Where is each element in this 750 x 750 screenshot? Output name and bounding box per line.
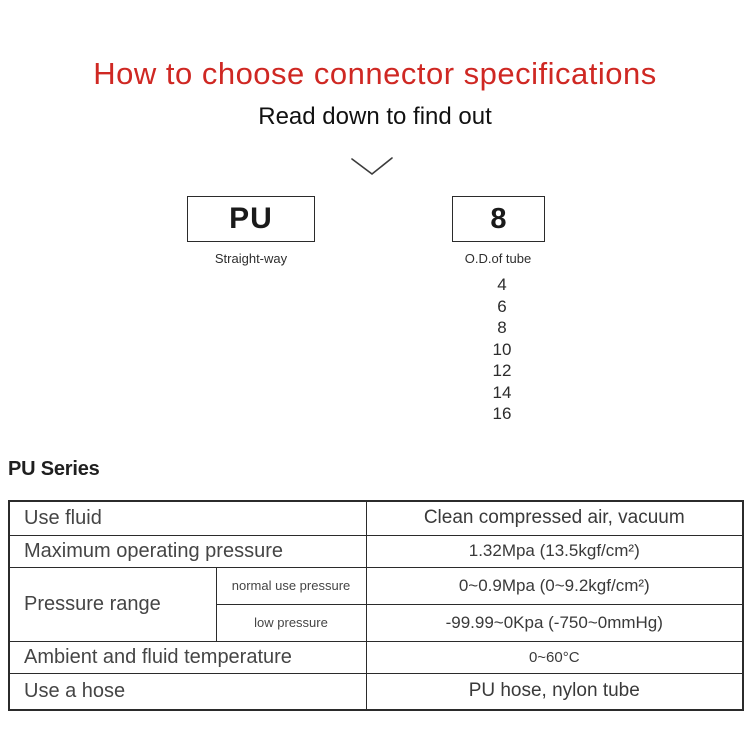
- model-code-box: PU: [187, 196, 315, 242]
- page-title: How to choose connector specifications: [93, 56, 657, 91]
- row-value: PU hose, nylon tube: [365, 672, 744, 711]
- row-label: Use fluid: [8, 500, 367, 536]
- table-row-use-fluid: Use fluid Clean compressed air, vacuum: [8, 500, 744, 536]
- size-option: 12: [492, 361, 512, 380]
- row-value: 0~0.9Mpa (0~9.2kgf/cm²): [365, 566, 744, 605]
- table-row-pressure-normal: Pressure range normal use pressure 0~0.9…: [8, 566, 744, 642]
- row-label: Use a hose: [8, 672, 367, 711]
- row-label: Maximum operating pressure: [8, 534, 367, 568]
- size-option: 14: [492, 382, 512, 402]
- row-value: Clean compressed air, vacuum: [365, 500, 744, 536]
- row-label: Ambient and fluid temperature: [8, 640, 367, 674]
- table-row-hose: Use a hose PU hose, nylon tube: [8, 672, 744, 711]
- row-sublabel: normal use pressure: [215, 566, 367, 605]
- page-subtitle: Read down to find out: [258, 103, 492, 130]
- size-options-list: 4 6 8 10 12 14 16: [448, 274, 556, 425]
- row-value: 0~60°C: [365, 640, 744, 674]
- size-option: 6: [497, 296, 507, 316]
- spec-table: Use fluid Clean compressed air, vacuum M…: [8, 500, 744, 711]
- row-value: -99.99~0Kpa (-750~0mmHg): [365, 603, 744, 642]
- chevron-down-icon: [349, 156, 395, 183]
- size-option: 16: [492, 404, 512, 423]
- size-code-box: 8: [452, 196, 545, 242]
- series-heading: PU Series: [8, 458, 100, 480]
- size-caption: O.D.of tube: [464, 251, 532, 266]
- row-value: 1.32Mpa (13.5kgf/cm²): [365, 534, 744, 568]
- model-caption: Straight-way: [214, 251, 288, 266]
- table-row-max-pressure: Maximum operating pressure 1.32Mpa (13.5…: [8, 534, 744, 568]
- row-label: Pressure range: [8, 566, 217, 642]
- size-option: 4: [497, 275, 507, 294]
- row-sublabel: low pressure: [215, 603, 367, 642]
- size-option: 8: [497, 318, 507, 337]
- table-row-temperature: Ambient and fluid temperature 0~60°C: [8, 640, 744, 674]
- table-row-pressure-low: low pressure -99.99~0Kpa (-750~0mmHg): [9, 603, 744, 642]
- size-option: 10: [492, 339, 512, 359]
